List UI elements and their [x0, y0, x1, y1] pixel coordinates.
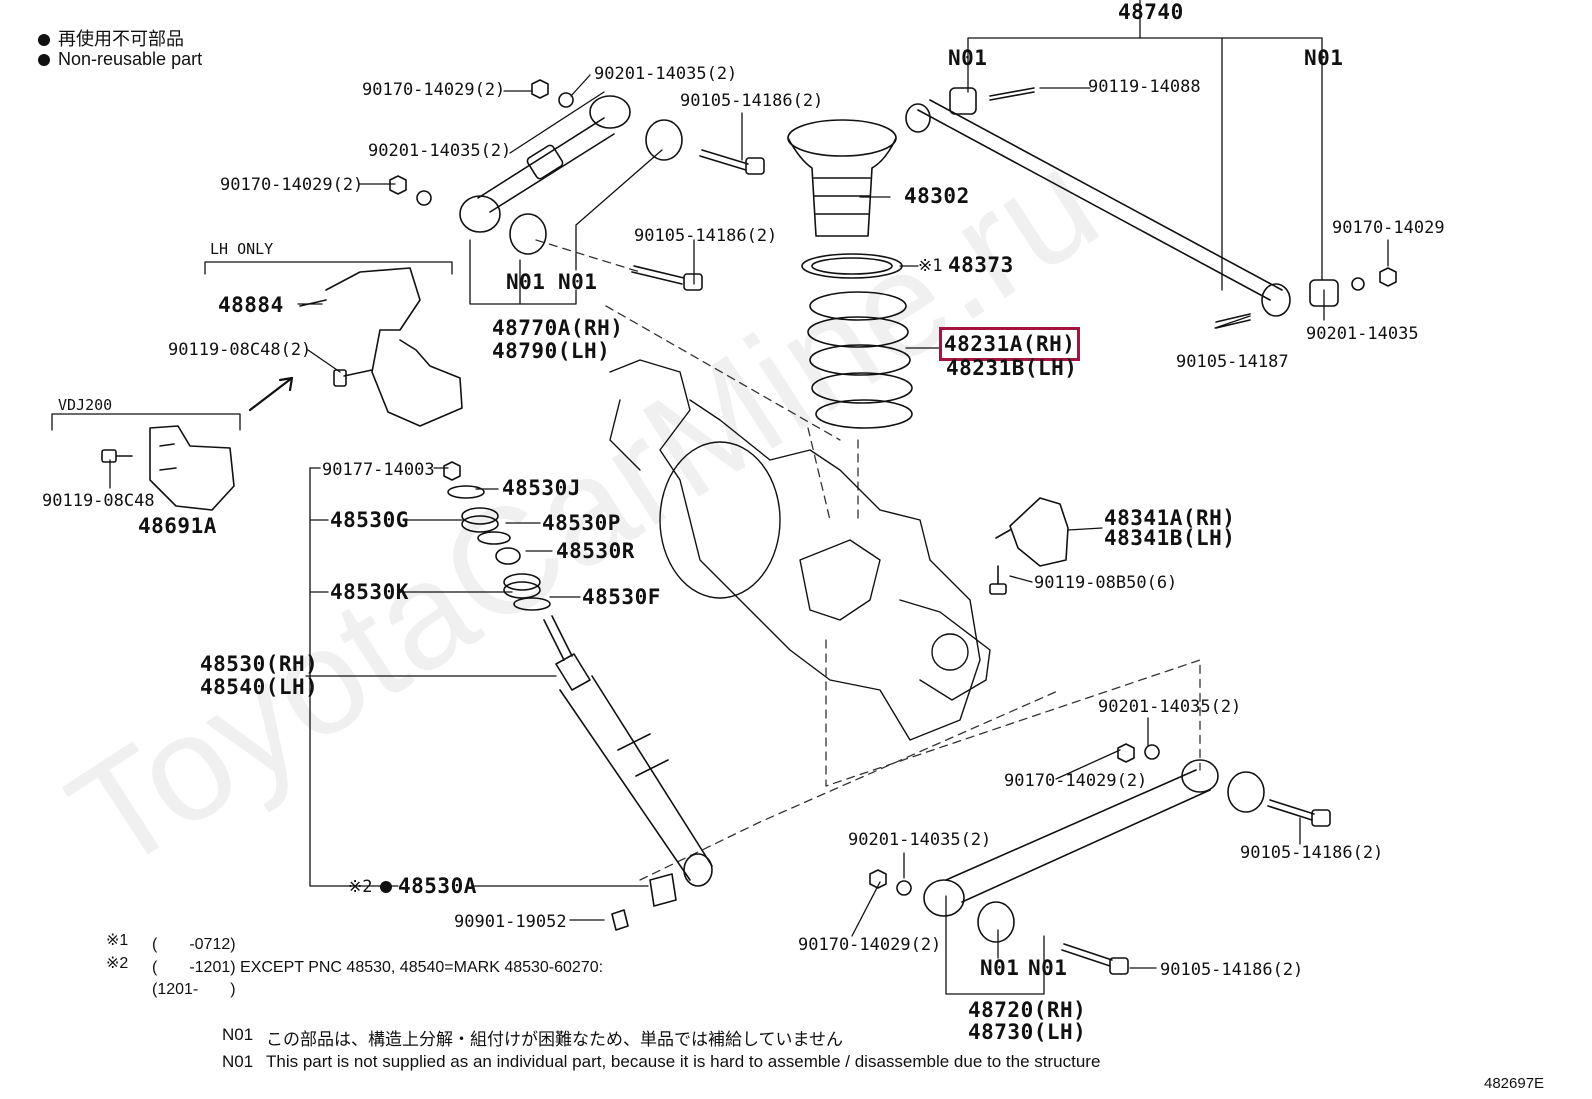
- part-label-48691a[interactable]: 48691A: [138, 514, 217, 538]
- part-label-90201-14035[interactable]: 90201-14035(2): [594, 64, 738, 84]
- legend-item-en: Non-reusable part: [38, 49, 202, 70]
- n01-note-en-code: N01: [222, 1052, 254, 1071]
- part-label-90170-14029[interactable]: 90170-14029: [1332, 218, 1445, 238]
- part-label-90105-14186[interactable]: 90105-14186(2): [1160, 960, 1304, 980]
- dashed-lines: [535, 239, 1201, 881]
- part-label-48231b-lh[interactable]: 48231B(LH): [946, 356, 1078, 380]
- part-label-48530f[interactable]: 48530F: [582, 585, 661, 609]
- bracket-48341-drawing: [989, 497, 1069, 595]
- part-label-90119-08b50[interactable]: 90119-08B50(6): [1034, 573, 1178, 593]
- part-label-90119-14088[interactable]: 90119-14088: [1088, 77, 1201, 97]
- part-label-90201-14035[interactable]: 90201-14035(2): [1098, 697, 1242, 717]
- lateral-rod-drawing: [905, 87, 1397, 329]
- part-label-48730-lh[interactable]: 48730(LH): [968, 1020, 1087, 1044]
- part-label-48530a-note-mark: ※2: [348, 877, 373, 897]
- part-label-48341b-lh[interactable]: 48341B(LH): [1104, 526, 1236, 550]
- part-label-48530r[interactable]: 48530R: [556, 539, 635, 563]
- part-label-90170-14029[interactable]: 90170-14029(2): [798, 935, 942, 955]
- part-label-48530a[interactable]: 48530A: [398, 874, 477, 898]
- part-label-n01[interactable]: N01: [506, 270, 546, 294]
- part-label-48770a-rh[interactable]: 48770A(RH): [492, 316, 624, 340]
- part-label-90201-14035[interactable]: 90201-14035(2): [368, 141, 512, 161]
- legend-item-jp: 再使用不可部品: [38, 25, 184, 51]
- part-label-n01[interactable]: N01: [558, 270, 598, 294]
- footnote-2-text: ( -1201) EXCEPT PNC 48530, 48540=MARK 48…: [152, 959, 604, 976]
- spring-assembly-drawing: [787, 119, 913, 429]
- part-label-n01[interactable]: N01: [1028, 956, 1068, 980]
- lh-only-label: LH ONLY: [210, 240, 274, 258]
- n01-note-en-text: This part is not supplied as an individu…: [266, 1052, 1101, 1071]
- part-label-90105-14186[interactable]: 90105-14186(2): [1240, 843, 1384, 863]
- shield-48691a-drawing: [101, 376, 294, 511]
- part-label-48530-rh[interactable]: 48530(RH): [200, 652, 319, 676]
- part-label-n01[interactable]: N01: [980, 956, 1020, 980]
- part-label-48540-lh[interactable]: 48540(LH): [200, 675, 319, 699]
- figure-id: 482697E: [1484, 1075, 1545, 1092]
- shock-absorber-drawing: [443, 461, 713, 931]
- upper-arm-drawing: [389, 79, 765, 291]
- part-label-48740[interactable]: 48740: [1118, 0, 1184, 24]
- part-label-48884[interactable]: 48884: [218, 293, 284, 317]
- part-label-48302[interactable]: 48302: [904, 184, 970, 208]
- part-label-90105-14186[interactable]: 90105-14186(2): [634, 226, 778, 246]
- part-label-48530j[interactable]: 48530J: [502, 476, 581, 500]
- footnote-1-text: ( -0712): [152, 936, 236, 953]
- part-label-48530k[interactable]: 48530K: [330, 580, 409, 604]
- vdj200-label: VDJ200: [58, 396, 113, 414]
- part-label-90170-14029[interactable]: 90170-14029(2): [1004, 771, 1148, 791]
- part-label-n01[interactable]: N01: [1304, 46, 1344, 70]
- footnote-2-mark: ※2: [106, 955, 129, 972]
- bracket-48884-drawing: [299, 267, 463, 427]
- part-label-90105-14187[interactable]: 90105-14187: [1176, 352, 1289, 372]
- part-label-90901-19052[interactable]: 90901-19052: [454, 912, 567, 932]
- part-label-48231a-rh[interactable]: 48231A(RH): [938, 327, 1081, 361]
- part-label-48720-rh[interactable]: 48720(RH): [968, 998, 1087, 1022]
- n01-note-jp-code: N01: [222, 1025, 254, 1044]
- part-label-90177-14003[interactable]: 90177-14003: [322, 460, 435, 480]
- part-label-n01[interactable]: N01: [948, 46, 988, 70]
- part-label-48790-lh[interactable]: 48790(LH): [492, 339, 611, 363]
- part-label-90119-08c48[interactable]: 90119-08C48: [42, 491, 155, 511]
- part-label-48530p[interactable]: 48530P: [542, 511, 621, 535]
- part-label-48341a-rh[interactable]: 48341A(RH): [1104, 506, 1236, 530]
- lower-arm-drawing: [869, 743, 1331, 975]
- legend-text-en: Non-reusable part: [58, 49, 203, 69]
- part-label-48373-note-mark: ※1: [918, 256, 943, 276]
- n01-note-jp-text: この部品は、構造上分解・組付けが困難なため、単品では補給していません: [266, 1030, 843, 1049]
- bullet-icon: [38, 54, 50, 66]
- part-label-48373[interactable]: 48373: [948, 253, 1014, 277]
- part-label-90170-14029[interactable]: 90170-14029(2): [220, 175, 364, 195]
- non-reusable-bullet-icon: [380, 881, 392, 893]
- footnote-2-continuation: (1201- ): [152, 981, 236, 998]
- part-label-48530g[interactable]: 48530G: [330, 508, 409, 532]
- leader-lines: [51, 0, 1389, 995]
- legend-text-jp: 再使用不可部品: [58, 29, 184, 49]
- part-label-90119-08c48[interactable]: 90119-08C48(2): [168, 340, 312, 360]
- part-label-90201-14035[interactable]: 90201-14035: [1306, 324, 1419, 344]
- axle-housing-drawing: [609, 359, 991, 741]
- footnote-1-mark: ※1: [106, 932, 129, 949]
- part-label-90170-14029[interactable]: 90170-14029(2): [362, 80, 506, 100]
- part-label-90105-14186[interactable]: 90105-14186(2): [680, 91, 824, 111]
- part-label-90201-14035[interactable]: 90201-14035(2): [848, 830, 992, 850]
- bullet-icon: [38, 34, 50, 46]
